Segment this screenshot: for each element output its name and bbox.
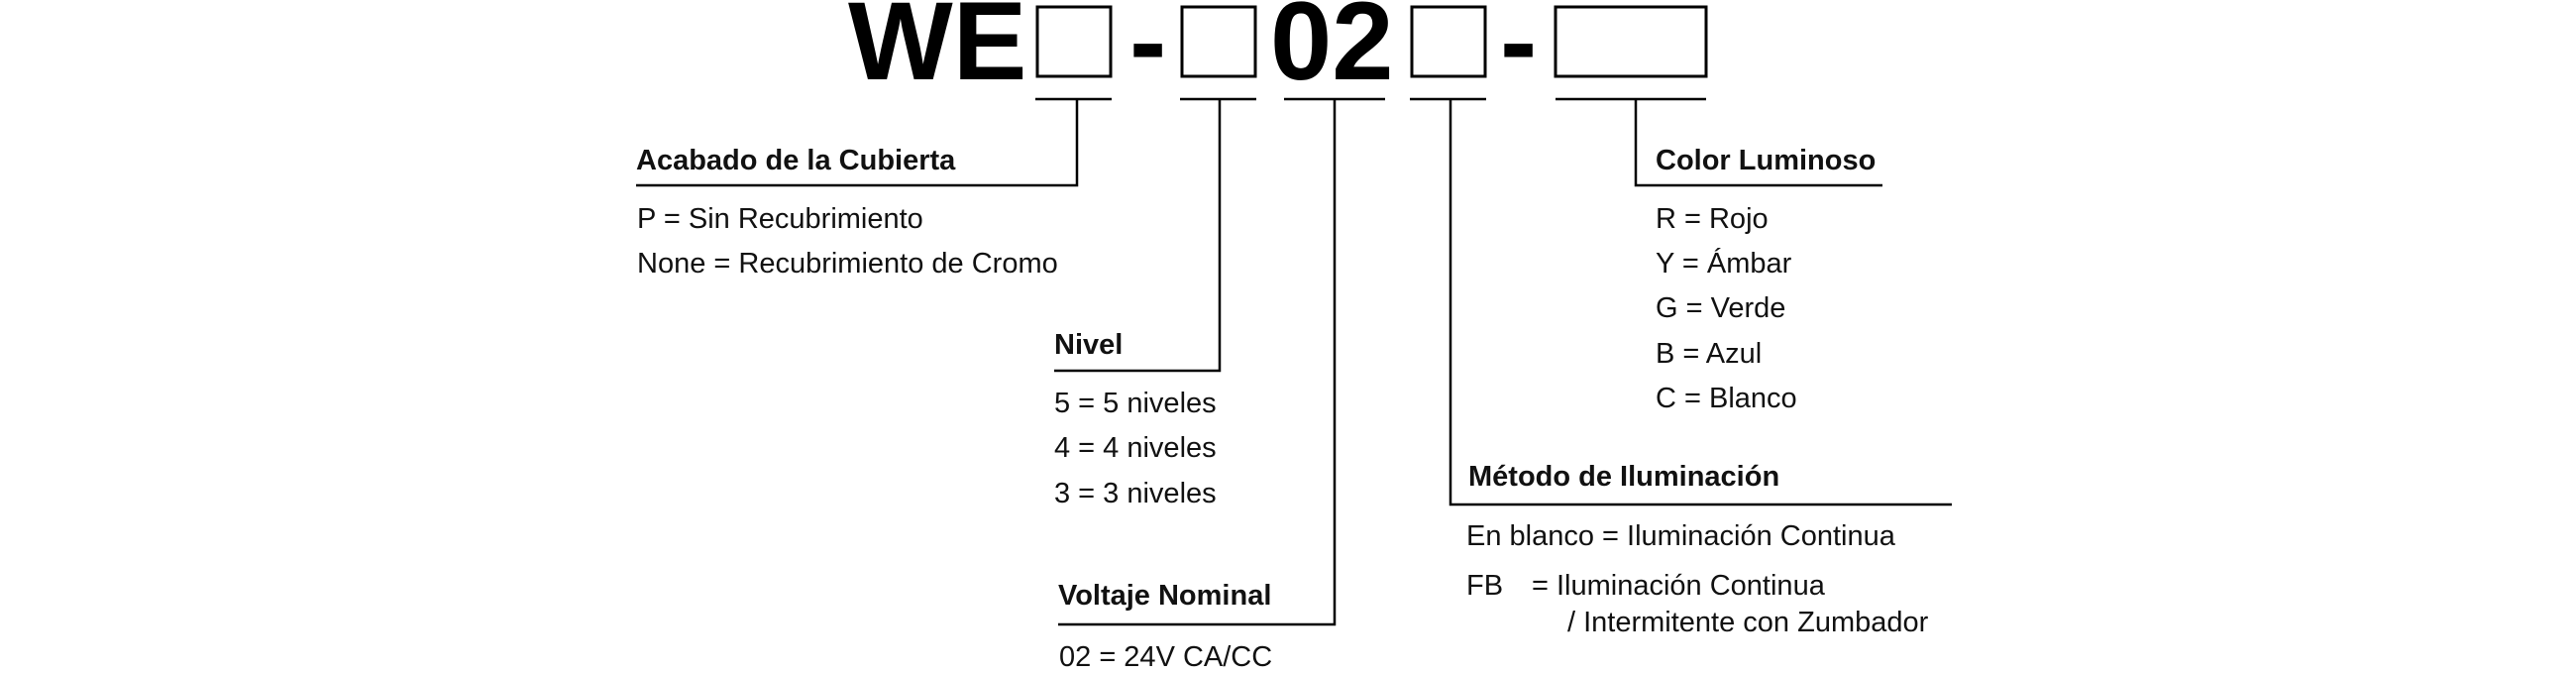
lighting-method-option: = Iluminación Continua — [1532, 570, 1826, 602]
light-color-leader — [1634, 99, 1882, 187]
cover-finish-slot — [1035, 5, 1113, 78]
light-color-heading: Color Luminoso — [1656, 145, 1876, 176]
level-leader — [1054, 99, 1222, 373]
light-color-option: Y = Ámbar — [1656, 247, 1792, 280]
part-number-code: WE - 02 - — [848, 0, 1708, 103]
light-color-slot — [1554, 5, 1708, 78]
level-group: Nivel 5 = 5 niveles 4 = 4 niveles 3 = 3 … — [1054, 329, 1217, 509]
rated-voltage-group: Voltaje Nominal 02 = 24V CA/CC — [1058, 580, 1272, 673]
light-color-option: G = Verde — [1656, 292, 1785, 324]
lighting-method-option: / Intermitente con Zumbador — [1567, 607, 1929, 638]
level-option: 4 = 4 niveles — [1054, 432, 1217, 464]
level-option: 3 = 3 niveles — [1054, 478, 1217, 509]
voltage-leader — [1058, 99, 1337, 626]
lighting-method-heading: Método de Iluminación — [1468, 461, 1779, 493]
lighting-method-option-key: FB — [1466, 570, 1503, 602]
light-color-option: R = Rojo — [1656, 203, 1769, 235]
level-slot — [1180, 5, 1257, 78]
rated-voltage-option: 02 = 24V CA/CC — [1059, 641, 1272, 673]
lighting-method-option: En blanco = Iluminación Continua — [1466, 520, 1896, 552]
code-dash-2: - — [1500, 0, 1537, 103]
cover-finish-option: P = Sin Recubrimiento — [637, 203, 923, 235]
connector-lines — [636, 97, 1952, 626]
cover-finish-group: Acabado de la Cubierta P = Sin Recubrimi… — [636, 145, 1058, 280]
cover-finish-heading: Acabado de la Cubierta — [636, 145, 956, 176]
light-color-option: B = Azul — [1656, 338, 1762, 370]
light-color-group: Color Luminoso R = Rojo Y = Ámbar G = Ve… — [1656, 145, 1876, 414]
lighting-method-slot — [1410, 5, 1487, 78]
cover-finish-option: None = Recubrimiento de Cromo — [637, 248, 1058, 280]
lighting-method-leader — [1449, 99, 1952, 506]
lighting-method-group: Método de Iluminación En blanco = Ilumin… — [1466, 461, 1929, 638]
code-prefix: WE — [848, 0, 1026, 103]
level-heading: Nivel — [1054, 329, 1123, 361]
voltage-code: 02 — [1270, 0, 1394, 103]
code-dash-1: - — [1129, 0, 1166, 103]
light-color-option: C = Blanco — [1656, 383, 1797, 414]
cover-finish-leader — [636, 99, 1079, 187]
level-option: 5 = 5 niveles — [1054, 388, 1217, 419]
rated-voltage-heading: Voltaje Nominal — [1058, 580, 1271, 612]
